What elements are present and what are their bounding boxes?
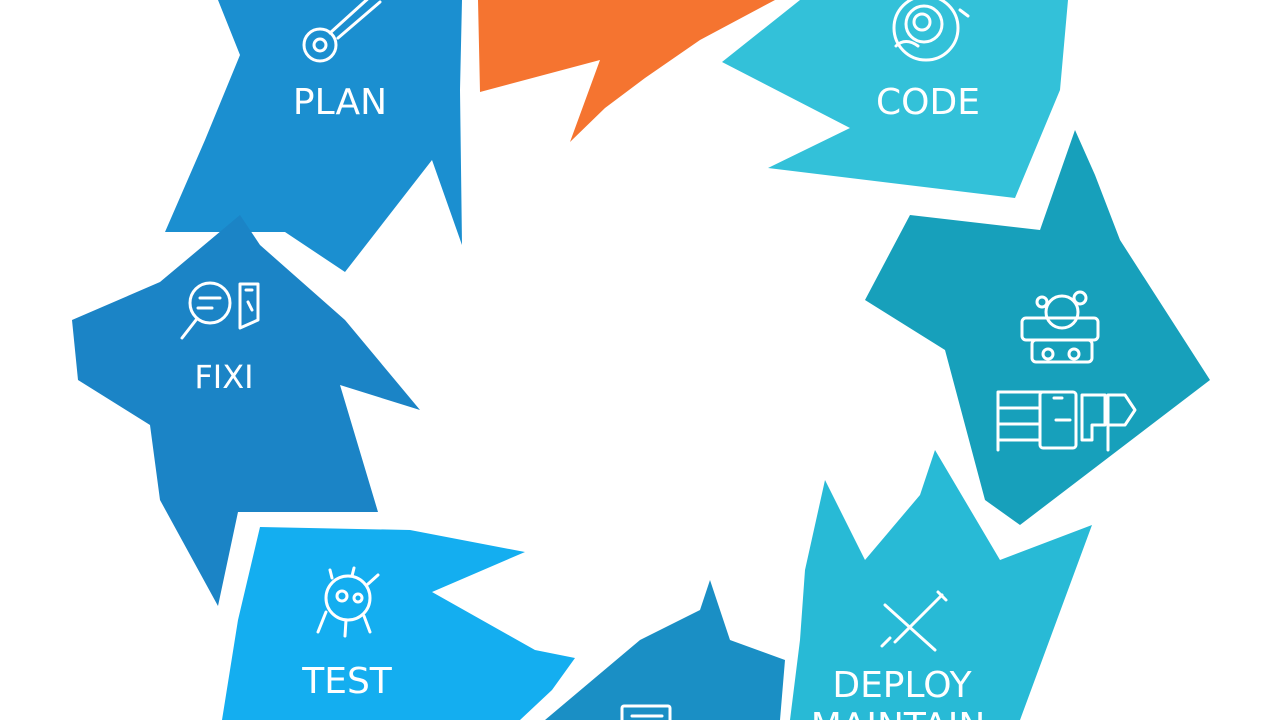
- segment-deploy-label: DEPLOY: [832, 665, 972, 706]
- segment-code-label: CODE: [876, 82, 980, 123]
- segment-fix-label: FIXI: [194, 358, 253, 396]
- segment-plan-arrow: [165, 0, 462, 272]
- machine-icon: [996, 290, 1137, 452]
- segment-release-arrow: [545, 580, 785, 720]
- segment-maintain-label: MAINTAIN: [811, 706, 986, 720]
- segment-deploy-arrow: [790, 450, 1092, 720]
- magnifier-icon: [180, 281, 260, 340]
- document-icon: [620, 704, 672, 720]
- segment-plan-label: PLAN: [293, 82, 387, 123]
- segment-build-arrow: [865, 130, 1210, 525]
- spiral-icon: [892, 0, 970, 62]
- segment-top-arrow: [478, 0, 775, 142]
- segment-code-arrow: [722, 0, 1068, 198]
- segment-fix-arrow: [72, 215, 420, 606]
- wrench-icon: [302, 0, 382, 63]
- bug-icon: [316, 566, 380, 638]
- crossed-tools-icon: [880, 590, 948, 652]
- segment-test-arrow: [222, 527, 575, 720]
- segment-test-label: TEST: [301, 661, 393, 702]
